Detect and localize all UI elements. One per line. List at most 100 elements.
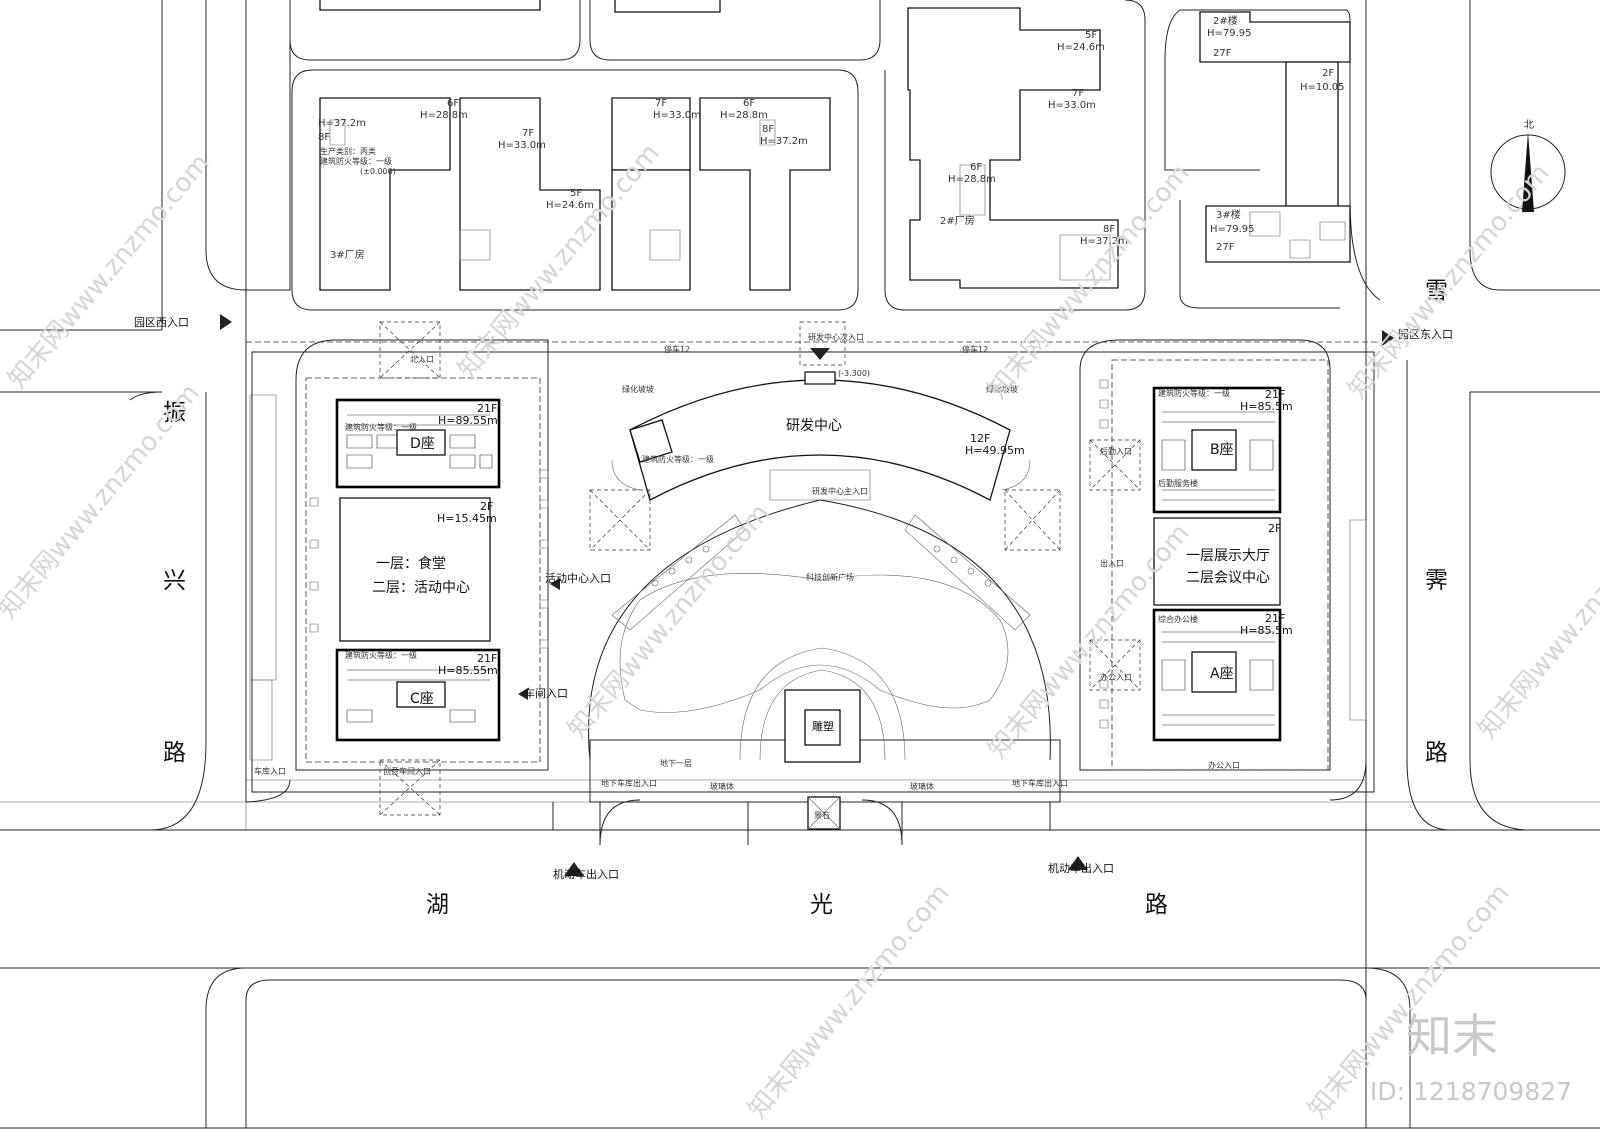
slope-1-label: 绿化坡坡 bbox=[622, 384, 654, 394]
basement-label: 地下一层 bbox=[660, 758, 692, 768]
arrow-rd-icon bbox=[810, 348, 830, 360]
fe-0-label: 2#楼 bbox=[1213, 14, 1238, 27]
nb-0-label: 3#厂房 bbox=[330, 248, 365, 261]
underground-entrance-2-label: 地下车库出入口 bbox=[1012, 778, 1068, 788]
d-block-building bbox=[335, 398, 501, 489]
nb-4-height: H=33.0m bbox=[653, 110, 701, 121]
b-block-height: H=85.5m bbox=[1240, 400, 1293, 413]
b-block-fire: 建筑防火等级：一级 bbox=[1158, 388, 1230, 398]
fe-1-floors: 2F bbox=[1322, 68, 1334, 79]
canteen-height: H=15.45m bbox=[437, 512, 497, 525]
exit-label: 出入口 bbox=[1100, 558, 1124, 568]
east-park-entrance-label: 园区东入口 bbox=[1398, 328, 1453, 341]
arrow-activity-icon bbox=[550, 578, 560, 590]
b-block-building bbox=[1152, 386, 1282, 514]
entrance-arrows bbox=[220, 314, 1394, 876]
ne-1-floors: 7F bbox=[1072, 88, 1084, 99]
ne-2-floors: 6F bbox=[970, 162, 982, 173]
parking-12a-label: 停车12 bbox=[664, 344, 690, 354]
office-entrance-label: 办公入口 bbox=[1100, 672, 1132, 682]
ne-1-height: H=33.0m bbox=[1048, 100, 1096, 111]
road-west-1: 振 bbox=[163, 400, 186, 426]
north-blocks bbox=[289, 0, 1381, 311]
rd-center-building bbox=[611, 371, 1031, 501]
north-entrance-label: 北入口 bbox=[410, 355, 434, 364]
watermark-text-8: 知末网www.znzmo.com bbox=[1472, 498, 1600, 744]
d-block-height: H=89.55m bbox=[438, 414, 498, 427]
plaza-label: 科技创新广场 bbox=[806, 572, 854, 582]
zero-elevation-note: (±0.000) bbox=[360, 167, 396, 176]
watermark: 知末网www.znzmo.com 知末网www.znzmo.com 知末网www… bbox=[0, 138, 1600, 1124]
a-block-building bbox=[1152, 608, 1282, 742]
rd-center-fire: 建筑防火等级：一级 bbox=[642, 454, 714, 464]
nb-4-floors: 7F bbox=[655, 98, 667, 109]
ne-3-label: 2#厂房 bbox=[940, 214, 975, 227]
c-block-floors: 21F bbox=[477, 652, 497, 665]
fe-2-label: 3#楼 bbox=[1216, 208, 1241, 221]
nb-2-height: H=33.0m bbox=[498, 140, 546, 151]
arrow-motor-east-icon bbox=[1068, 856, 1088, 870]
far-east-labels: 2#楼 H=79.95 27F 2F H=10.05 3#楼 H=79.95 2… bbox=[1207, 14, 1345, 253]
a-block-name: A座 bbox=[1210, 666, 1234, 682]
ne-0-floors: 5F bbox=[1085, 30, 1097, 41]
b-block-sub: 后勤服务楼 bbox=[1158, 478, 1198, 488]
nb-3-floors: 5F bbox=[570, 188, 582, 199]
motor-entrance-2-label: 机动车出入口 bbox=[1048, 861, 1114, 875]
main-site bbox=[249, 339, 1375, 803]
road-labels: 振 兴 路 雪 霁 路 湖 光 路 bbox=[163, 278, 1448, 918]
watermark-text-9: 知末网www.znzmo.com bbox=[742, 878, 955, 1124]
road-west-3: 路 bbox=[163, 740, 186, 766]
site-building-labels: D座 21F H=89.55m 建筑防火等级：一级 2F H=15.45m 一层… bbox=[345, 119, 1534, 820]
ne-3-height: H=37.2m bbox=[1080, 236, 1128, 247]
rd-secondary-entrance-label: 研发中心次入口 bbox=[808, 332, 864, 342]
road-west-2: 兴 bbox=[163, 568, 186, 594]
c-block-height: H=85.55m bbox=[438, 664, 498, 677]
stage-label: 景石 bbox=[814, 811, 830, 820]
entrance-labels: 园区西入口 园区东入口 机动车出入口 机动车出入口 研发中心次入口 研发中心主入… bbox=[134, 316, 1453, 881]
arrow-motor-west-icon bbox=[564, 862, 584, 876]
nb-2-floors: 7F bbox=[522, 128, 534, 139]
fe-0-height: H=79.95 bbox=[1207, 28, 1252, 39]
production-class-note: 生产类别：丙类 bbox=[320, 146, 376, 156]
road-east-2b: 路 bbox=[1425, 740, 1448, 766]
office-south-entrance-label: 办公入口 bbox=[1208, 760, 1240, 770]
b-block-name: B座 bbox=[1210, 442, 1234, 458]
parking-12b-label: 停车12 bbox=[962, 344, 988, 354]
watermark-brand: 知末 bbox=[1406, 1009, 1498, 1063]
expo-line1: 一层展示大厅 bbox=[1186, 548, 1270, 564]
nb-1-height: H=28.8m bbox=[420, 110, 468, 121]
c-block-building bbox=[335, 648, 501, 742]
d-block-fire: 建筑防火等级：一级 bbox=[345, 422, 417, 432]
watermark-text-4: 知末网www.znzmo.com bbox=[562, 498, 775, 744]
west-park-entrance-label: 园区西入口 bbox=[134, 316, 189, 329]
road-south-1: 湖 bbox=[426, 892, 449, 918]
underground-entrance-1-label: 地下车库出入口 bbox=[601, 778, 657, 788]
expo-line2: 二层会议中心 bbox=[1186, 570, 1270, 586]
arrow-west-entry-icon bbox=[220, 314, 232, 330]
rd-center-name: 研发中心 bbox=[786, 418, 842, 434]
canteen-line1: 一层：食堂 bbox=[376, 555, 446, 572]
fe-1-height: H=10.05 bbox=[1300, 82, 1345, 93]
motor-entrance-1-label: 机动车出入口 bbox=[553, 867, 619, 881]
fe-2-height: H=79.95 bbox=[1210, 224, 1255, 235]
road-south-2: 光 bbox=[810, 892, 833, 918]
c-block-name: C座 bbox=[410, 691, 434, 707]
a-block-height: H=85.5m bbox=[1240, 624, 1293, 637]
plaza bbox=[588, 499, 1051, 830]
fe-2-floors: 27F bbox=[1216, 242, 1235, 253]
north-building-labels: H=37.2m 8F 生产类别：丙类 建筑防火等级：一级 (±0.000) 3#… bbox=[318, 98, 808, 261]
road-east-1: 雪 bbox=[1425, 278, 1448, 304]
watermark-id: ID: 1218709827 bbox=[1370, 1077, 1572, 1106]
glass-2-label: 玻璃体 bbox=[910, 781, 934, 791]
canteen-building bbox=[339, 497, 491, 642]
nb-0-floors: 8F bbox=[318, 132, 330, 143]
north-arrow bbox=[1490, 132, 1566, 212]
rd-main-entrance-label: 研发中心主入口 bbox=[812, 486, 868, 496]
a-block-sub: 综合办公楼 bbox=[1158, 614, 1198, 624]
fe-0-floors: 27F bbox=[1213, 48, 1232, 59]
fire-rating-note: 建筑防火等级：一级 bbox=[320, 156, 392, 166]
road-east-2: 霁 bbox=[1425, 568, 1448, 594]
creative-workshop-entrance-label: 创意车间入口 bbox=[383, 766, 431, 776]
